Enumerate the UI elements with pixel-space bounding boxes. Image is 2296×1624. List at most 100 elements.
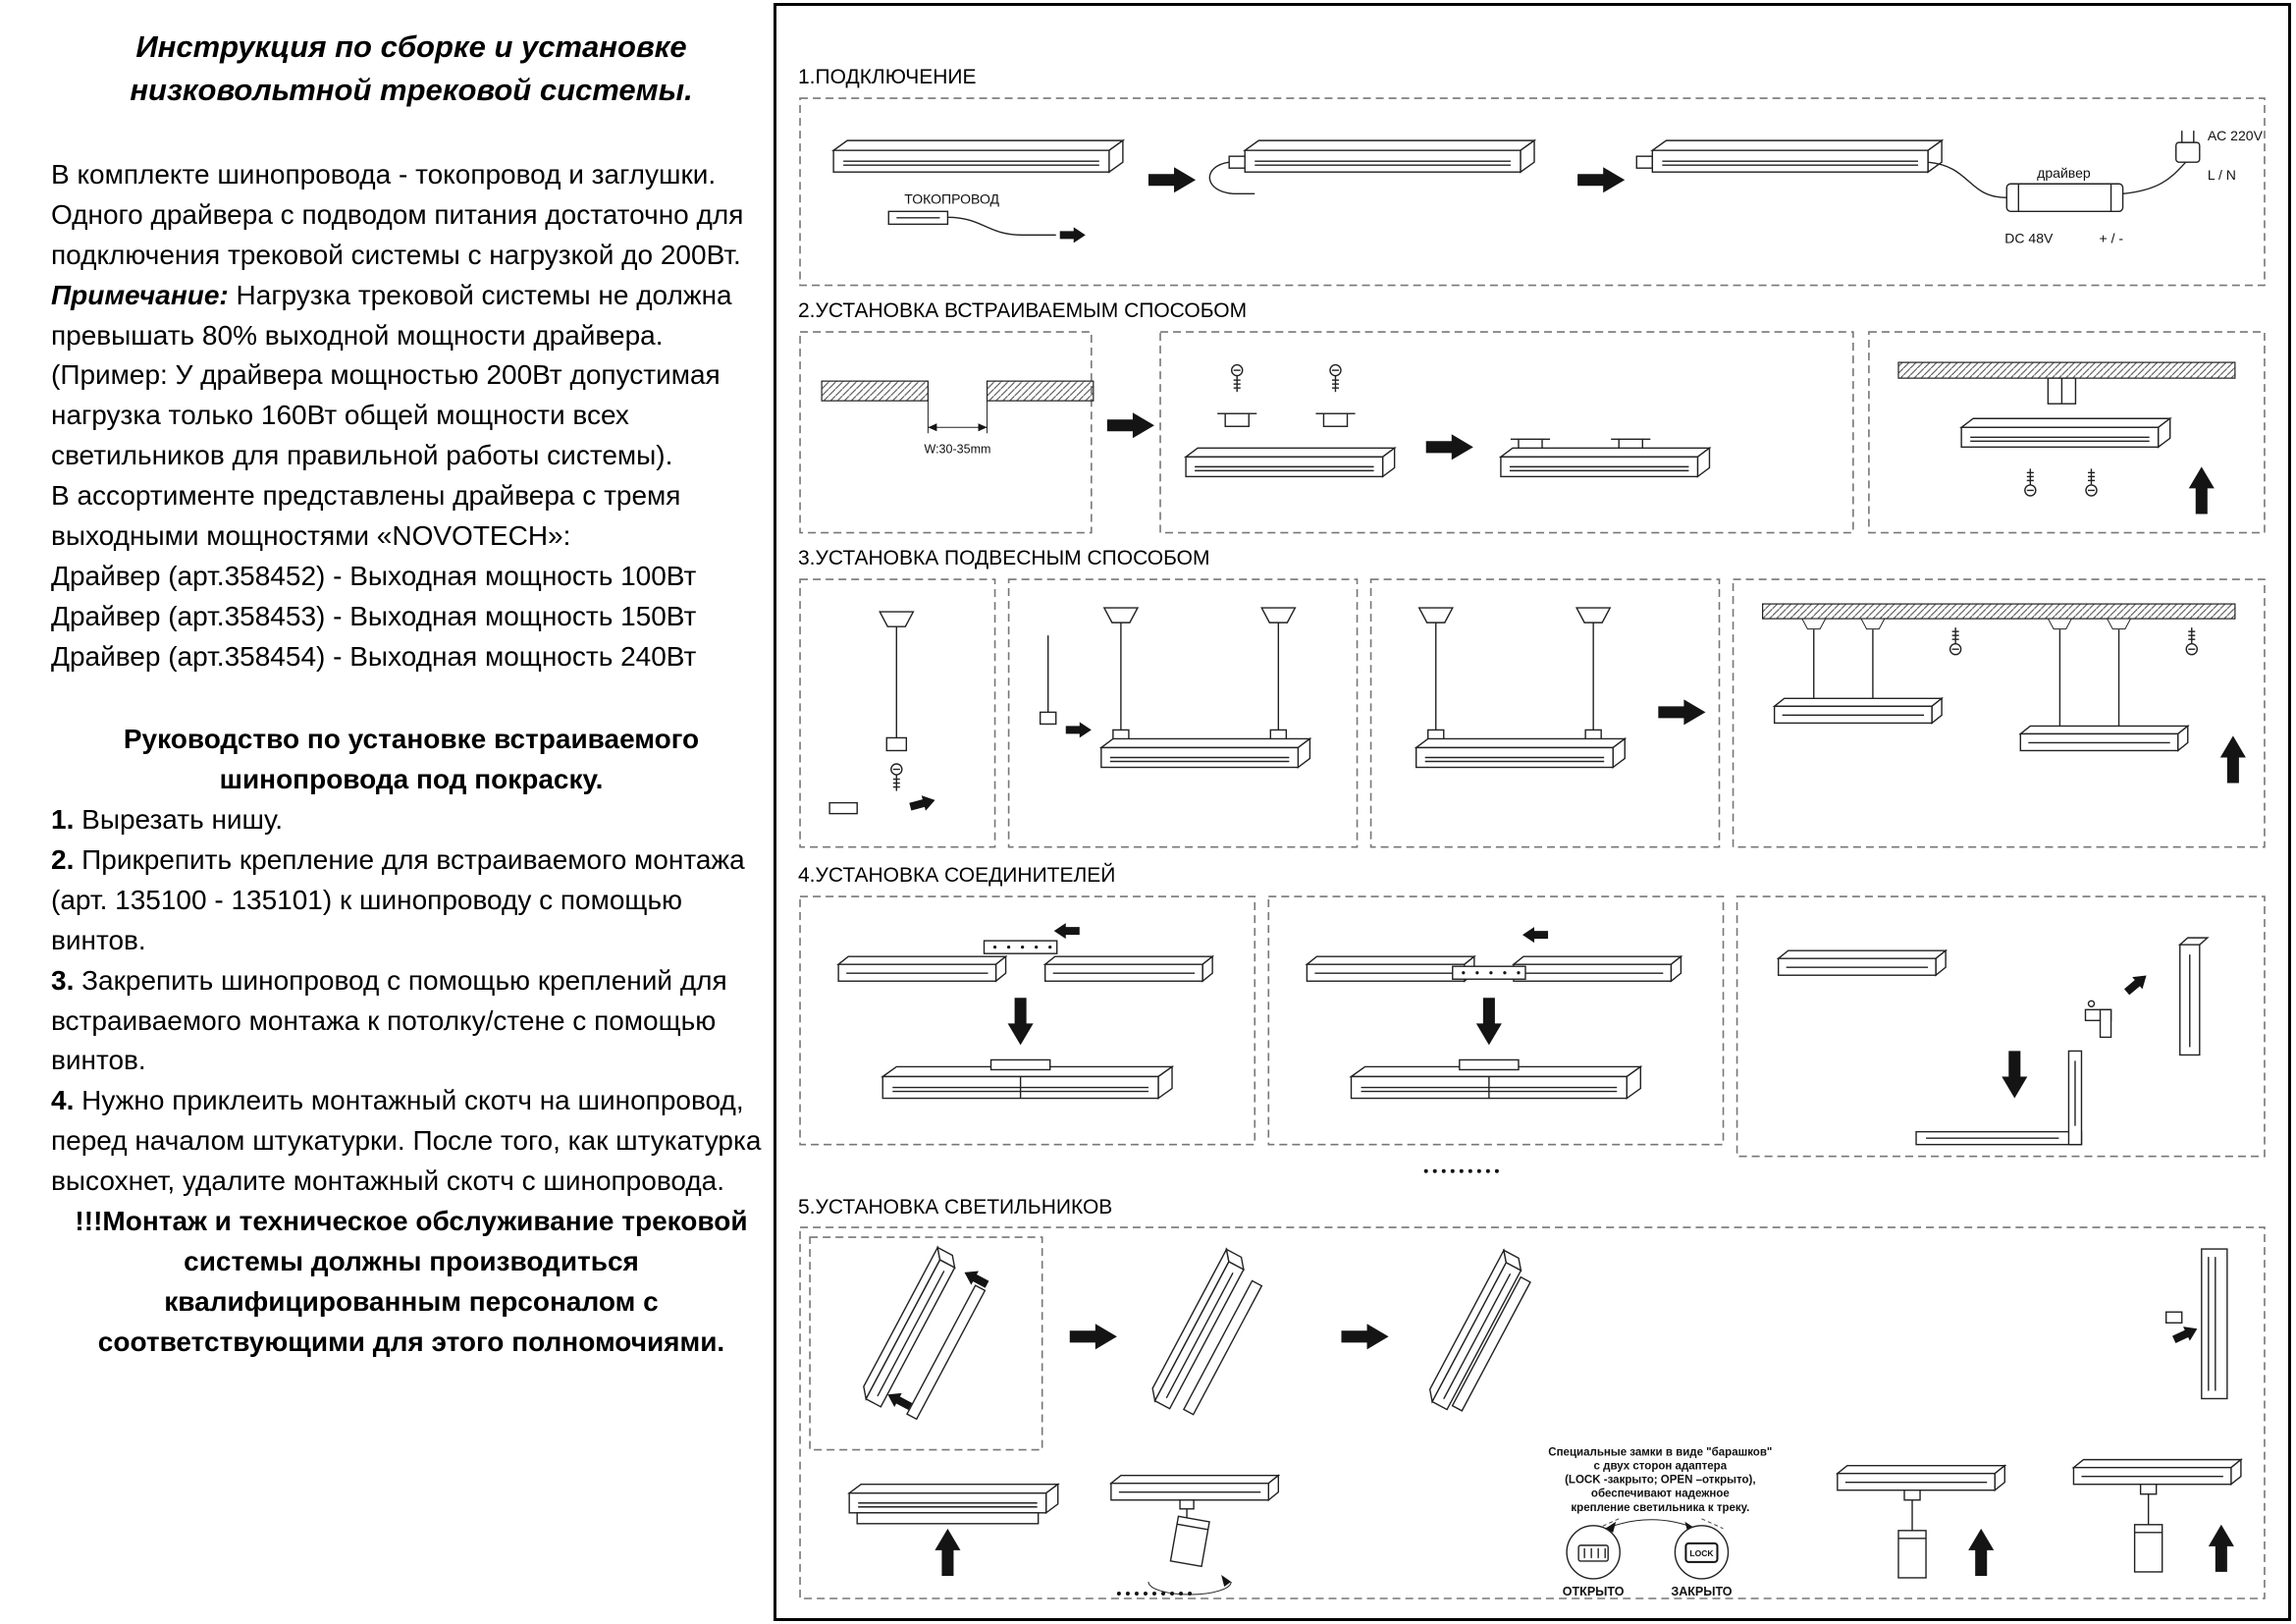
- lock-note-line-3: (LOCK -закрыто; OPEN –открыто),: [1565, 1474, 1755, 1486]
- diagram-connectors: [799, 895, 2266, 1173]
- label-closed-state: ЗАКРЫТО: [1671, 1585, 1732, 1598]
- small-arrow-icon: [1065, 722, 1092, 738]
- dashed-frame: [1868, 330, 2266, 533]
- screw-icon: [2024, 467, 2037, 497]
- dotted-line: [1116, 1591, 1193, 1596]
- straight-connector-b: [1306, 926, 1682, 1100]
- spot-light-on-track: [1110, 1474, 1280, 1596]
- arrow-up-icon: [2219, 735, 2246, 784]
- dashed-frame: [1267, 895, 1725, 1146]
- bracket-screw-assembly: [1185, 363, 1396, 477]
- section-4-heading: 4.УСТАНОВКА СОЕДИНИТЕЛЕЙ: [798, 863, 1116, 887]
- step-1: 1. Вырезать нишу.: [51, 800, 772, 840]
- track-segment-3-to-driver: [1635, 139, 2007, 198]
- step-4-number: 4.: [51, 1085, 75, 1116]
- step-3: 3. Закрепить шинопровод с помощью крепле…: [51, 961, 772, 1082]
- dashed-frame: [1735, 895, 2266, 1158]
- section-connection: 1.ПОДКЛЮЧЕНИЕ ТОКОПРОВОД: [794, 67, 2270, 291]
- label-lock: LOCK: [1689, 1548, 1714, 1558]
- section-luminaires: 5.УСТАНОВКА СВЕТИЛЬНИКОВ: [794, 1197, 2270, 1602]
- lock-note-line-1: Специальные замки в виде "барашков": [1548, 1446, 1772, 1458]
- dashed-frame: [799, 578, 996, 848]
- dashed-frame: [799, 1225, 2266, 1599]
- guide-heading: Руководство по установке встраиваемого ш…: [123, 724, 700, 795]
- canopy-icon: [1860, 618, 1886, 630]
- straight-connector-a: [837, 922, 1213, 1100]
- small-arrow-icon: [1053, 922, 1080, 939]
- arrow-down-icon: [1007, 998, 1034, 1046]
- dashed-frame: [1007, 578, 1359, 848]
- screw-icon: [2185, 626, 2198, 656]
- canopy-icon: [1260, 607, 1297, 623]
- note-label: Примечание:: [51, 279, 229, 310]
- section-5-heading: 5.УСТАНОВКА СВЕТИЛЬНИКОВ: [798, 1195, 1113, 1218]
- intro-paragraph: В комплекте шинопровода - токопровод и з…: [51, 159, 744, 270]
- diagram-power-connection: ТОКОПРОВОД: [799, 97, 2266, 287]
- mains-plug-icon: [2122, 131, 2201, 194]
- linear-light-installed: [1424, 1249, 1531, 1412]
- diagram-panel: 1.ПОДКЛЮЧЕНИЕ ТОКОПРОВОД: [774, 3, 2291, 1621]
- screw-icon: [1949, 626, 1962, 656]
- step-2-number: 2.: [51, 844, 75, 876]
- ceiling-cutout: W:30-35mm: [821, 380, 1095, 456]
- small-arrow-icon: [2121, 969, 2152, 999]
- screw-icon: [2085, 467, 2098, 497]
- arrow-right-icon: [1069, 1323, 1117, 1349]
- track-end-view: [2164, 1248, 2228, 1399]
- arrow-right-icon: [1577, 167, 1626, 193]
- canopy-icon: [1417, 607, 1454, 623]
- label-niche-width: W:30-35mm: [925, 442, 991, 456]
- step-4: 4. Нужно приклеить монтажный скотч на ши…: [51, 1081, 772, 1202]
- arrow-down-icon: [2002, 1051, 2028, 1099]
- note-paragraph: Примечание: Нагрузка трековой системы не…: [51, 276, 772, 356]
- track-segment-2-with-feed: [1208, 139, 1535, 194]
- step-1-number: 1.: [51, 804, 75, 836]
- small-arrow-icon: [1522, 926, 1549, 943]
- screw-icon: [1230, 363, 1244, 393]
- pendant-cylinder-light-1: [1837, 1464, 2005, 1579]
- small-arrow-icon: [2170, 1321, 2201, 1347]
- diagram-recessed-mounting: W:30-35mm: [799, 330, 2266, 533]
- linear-light-on-track: [848, 1483, 1059, 1576]
- dashed-frame: [799, 895, 1256, 1146]
- section-connectors: 4.УСТАНОВКА СОЕДИНИТЕЛЕЙ: [794, 865, 2270, 1187]
- track-with-brackets: [1500, 438, 1711, 477]
- pendant-kit: [828, 611, 937, 815]
- warning-text: !!!Монтаж и техническое обслуживание тре…: [75, 1205, 748, 1357]
- example-paragraph: (Пример: У драйвера мощностью 200Вт допу…: [51, 359, 721, 471]
- section-pendant-mounting: 3.УСТАНОВКА ПОДВЕСНЫМ СПОСОБОМ: [794, 548, 2270, 855]
- note-text: Нагрузка трековой системы не должна прев…: [51, 279, 732, 351]
- ceiling-mounted-track: [1897, 361, 2236, 514]
- screw-icon: [890, 763, 903, 792]
- lock-note-line-4: обеспечивают надежное: [1591, 1488, 1730, 1499]
- label-dc-48v: DC 48V: [2004, 230, 2054, 245]
- dotted-line: [1423, 1168, 1499, 1173]
- ceiling-with-suspended-tracks: [1762, 603, 2246, 784]
- step-3-text: Закрепить шинопровод с помощью креплений…: [51, 964, 727, 1076]
- linear-light-partially-inserted: [1147, 1248, 1263, 1416]
- canopy-icon: [879, 611, 915, 627]
- dashed-frame: [799, 97, 2266, 287]
- arrow-right-icon: [1658, 699, 1706, 726]
- label-l-n: L / N: [2208, 167, 2236, 183]
- diagram-pendant-mounting: [799, 578, 2266, 848]
- arrow-right-icon: [1106, 411, 1154, 438]
- step-2: 2. Прикрепить крепление для встраиваемог…: [51, 840, 772, 961]
- label-ac-220v: AC 220V: [2208, 128, 2264, 143]
- assortment-paragraph: В ассортименте представлены драйвера с т…: [51, 480, 681, 551]
- step-4-text: Нужно приклеить монтажный скотч на шиноп…: [51, 1085, 762, 1197]
- section-recessed-mounting: 2.УСТАНОВКА ВСТРАИВАЕМЫМ СПОСОБОМ W:30-3…: [794, 300, 2270, 539]
- driver-option-240w: Драйвер (арт.358454) - Выходная мощность…: [51, 640, 697, 672]
- canopy-icon: [2107, 618, 2131, 630]
- section-3-heading: 3.УСТАНОВКА ПОДВЕСНЫМ СПОСОБОМ: [798, 547, 1210, 570]
- arrow-right-icon: [1148, 167, 1197, 193]
- lock-note-line-2: с двух сторон адаптера: [1594, 1460, 1728, 1472]
- dashed-frame: [1159, 330, 1854, 533]
- attach-pendants-to-track: [1039, 607, 1311, 769]
- dashed-frame: [1369, 578, 1721, 848]
- pendant-cylinder-light-2: [2072, 1458, 2242, 1573]
- step-1-text: Вырезать нишу.: [81, 804, 283, 836]
- small-arrow-icon: [1059, 227, 1086, 244]
- canopy-icon: [1103, 607, 1139, 623]
